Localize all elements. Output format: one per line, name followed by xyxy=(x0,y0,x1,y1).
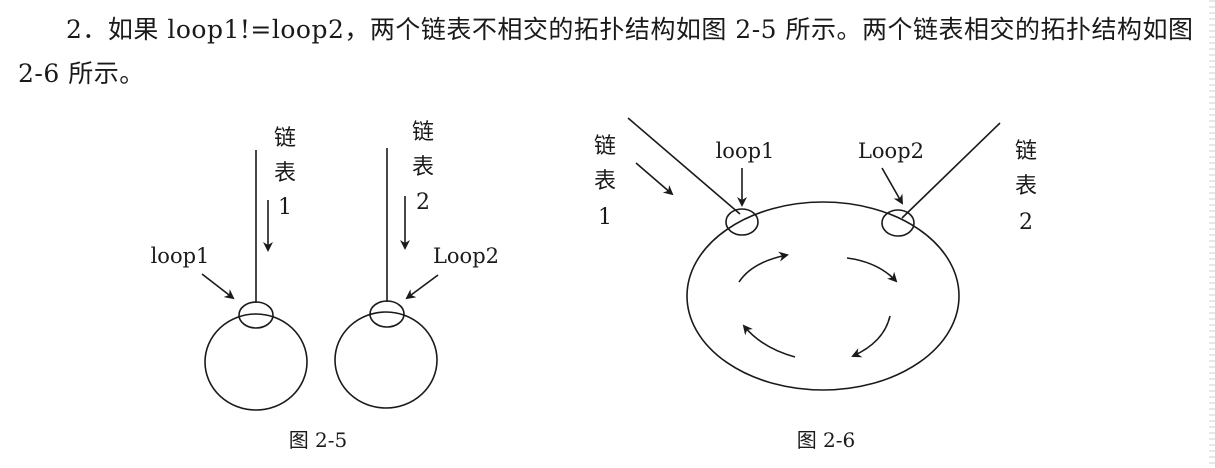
fig26-list2-char-3: 2 xyxy=(1019,210,1033,235)
fig26-loop1-junction xyxy=(725,208,759,236)
fig26-list1-char-2: 表 xyxy=(594,169,616,194)
fig25-list2-char-1: 链 xyxy=(412,120,434,145)
body-paragraph: 2．如果 loop1!=loop2，两个链表不相交的拓扑结构如图 2-5 所示。… xyxy=(18,8,1198,96)
paragraph-text: 2．如果 loop1!=loop2，两个链表不相交的拓扑结构如图 2-5 所示。… xyxy=(18,15,1194,88)
fig25-list1-char-1: 链 xyxy=(274,126,296,151)
fig26-list1-line xyxy=(627,117,741,215)
fig26-loop2-label: Loop2 xyxy=(858,139,924,163)
fig25-loop2-circle xyxy=(334,311,438,409)
fig26-list1-char-3: 1 xyxy=(598,205,612,230)
fig26-list1-char-1: 链 xyxy=(594,134,616,159)
fig26-list2-char-2: 表 xyxy=(1015,174,1037,199)
fig26-flow-arrow-bottom-right xyxy=(851,315,891,358)
fig26-loop2-arrow xyxy=(881,167,903,205)
fig26-loop2-junction xyxy=(881,209,915,237)
fig25-loop1-arrow xyxy=(201,273,235,300)
fig26-list2-line xyxy=(901,122,1001,219)
fig25-list2-char-2: 表 xyxy=(412,155,434,180)
fig25-loop1-circle xyxy=(204,313,308,411)
fig26-flow-arrow-top-right xyxy=(846,257,898,283)
fig25-list1-char-2: 表 xyxy=(274,161,296,186)
fig25-loop2-label: Loop2 xyxy=(433,244,499,268)
fig25-loop1-label: loop1 xyxy=(151,244,210,268)
fig26-caption: 图 2-6 xyxy=(797,428,856,452)
fig25-list1-char-3: 1 xyxy=(278,195,292,220)
fig25-caption: 图 2-5 xyxy=(289,428,348,452)
page-edge-decoration xyxy=(1209,0,1215,468)
fig25-list2-char-3: 2 xyxy=(416,190,430,215)
fig25-loop1-junction xyxy=(238,301,274,329)
fig26-list2-char-1: 链 xyxy=(1015,139,1037,164)
figure-2-6: 链 表 1 loop1 Loop2 链 表 2 图 2-6 xyxy=(594,117,1037,452)
fig26-flow-arrow-top-left xyxy=(738,251,789,283)
fig26-list1-arrow xyxy=(635,162,674,196)
fig26-flow-arrow-bottom-left xyxy=(742,324,796,358)
fig26-loop1-label: loop1 xyxy=(716,139,775,163)
fig26-loop-ellipse xyxy=(686,201,960,391)
figure-2-5: 链 表 1 loop1 链 表 2 Loop2 图 2-5 xyxy=(151,120,499,452)
fig25-loop2-arrow xyxy=(405,274,439,300)
